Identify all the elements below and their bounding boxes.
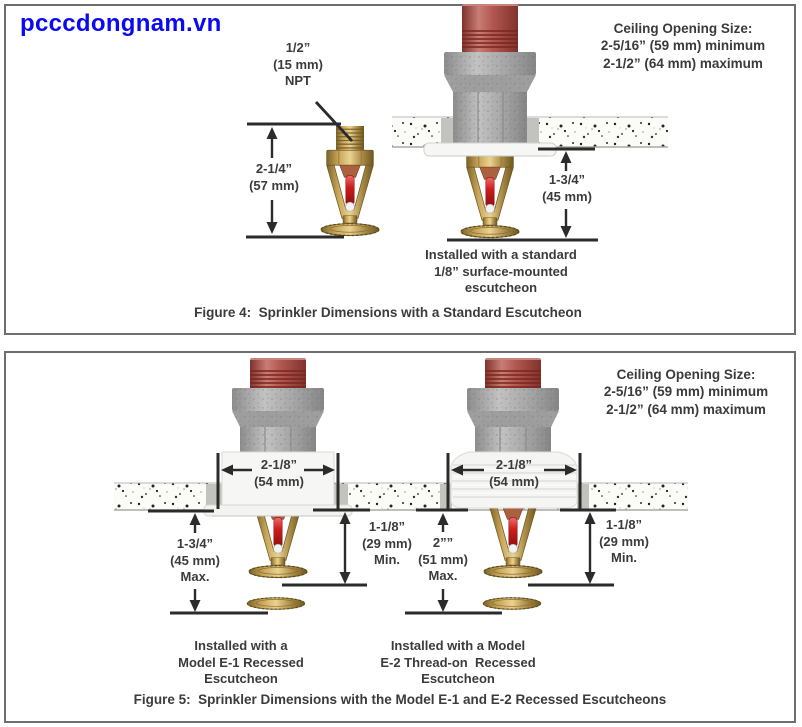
label-line: 1-1/8” — [605, 517, 643, 532]
panel-figure5 — [4, 351, 796, 723]
fig4-drop-dim-label: 1-3/4” (45 mm) — [527, 172, 607, 205]
label-line: E-2 Thread-on Recessed — [380, 654, 536, 670]
fig4-npt-label: 1/2” (15 mm) NPT — [258, 40, 338, 90]
fig5-right-width-dim-label: 2-1/8” (54 mm) — [473, 457, 555, 490]
fig5-left-max-dim-label: 1-3/4” (45 mm) Max. — [155, 536, 235, 586]
label-line: Min. — [374, 552, 400, 568]
fig5-left-install-note: Installed with a Model E-1 Recessed Escu… — [141, 638, 341, 688]
fig5-right-install-note: Installed with a Model E-2 Thread-on Rec… — [356, 638, 560, 688]
fig4-ceiling-opening-note: Ceiling Opening Size: 2-5/16” (59 mm) mi… — [583, 20, 783, 72]
label-line: Ceiling Opening Size: — [613, 21, 753, 36]
label-line: Ceiling Opening Size: — [616, 367, 756, 382]
fig5-left-min-dim-label: 1-1/8” (29 mm) Min. — [349, 519, 425, 569]
label-line: 1-3/4” — [548, 172, 586, 187]
label-line: Max. — [180, 569, 210, 585]
panel-figure4 — [4, 4, 796, 335]
fig4-caption: Figure 4: Sprinkler Dimensions with a St… — [194, 305, 582, 320]
label-line: Model E-1 Recessed — [178, 654, 304, 670]
label-line: Min. — [611, 550, 637, 566]
label-line: 2-5/16” (59 mm) minimum — [603, 384, 769, 400]
label-line: 1/8” surface-mounted — [434, 263, 568, 279]
label-line: 2-5/16” (59 mm) minimum — [600, 38, 766, 54]
label-line: 1/2” — [285, 40, 311, 55]
fig4-install-note: Installed with a standard 1/8” surface-m… — [401, 247, 601, 297]
label-line: Max. — [428, 568, 458, 584]
label-line: (45 mm) — [170, 552, 220, 568]
label-line: (29 mm) — [362, 535, 412, 551]
label-line: Installed with a — [194, 638, 288, 653]
label-line: 2-1/2” (64 mm) maximum — [603, 55, 763, 71]
label-line: 2-1/8” — [260, 457, 298, 472]
label-line: (45 mm) — [542, 188, 592, 204]
label-line: 2-1/8” — [495, 457, 533, 472]
label-line: (15 mm) — [273, 56, 323, 72]
label-line: escutcheon — [464, 280, 538, 296]
fig5-left-width-dim-label: 2-1/8” (54 mm) — [238, 457, 320, 490]
label-line: 2-1/4” — [255, 161, 293, 176]
fig5-caption: Figure 5: Sprinkler Dimensions with the … — [133, 692, 667, 707]
label-line: (57 mm) — [249, 177, 299, 193]
label-line: Installed with a Model — [390, 638, 526, 653]
label-line: (54 mm) — [254, 473, 304, 489]
label-line: (51 mm) — [418, 551, 468, 567]
label-line: (29 mm) — [599, 533, 649, 549]
label-line: 2-1/2” (64 mm) maximum — [606, 401, 766, 417]
fig5-ceiling-opening-note: Ceiling Opening Size: 2-5/16” (59 mm) mi… — [586, 366, 786, 418]
fig4-body-height-dim-label: 2-1/4” (57 mm) — [234, 161, 314, 194]
watermark-site-text: pcccdongnam.vn — [20, 10, 222, 37]
label-line: 1-3/4” — [176, 536, 214, 551]
label-line: Escutcheon — [421, 671, 495, 687]
label-line: 1-1/8” — [368, 519, 406, 534]
label-line: 2”” — [432, 535, 454, 550]
fig5-right-max-dim-label: 2”” (51 mm) Max. — [403, 535, 483, 585]
label-line: (54 mm) — [489, 473, 539, 489]
label-line: NPT — [285, 73, 311, 89]
label-line: Installed with a standard — [425, 247, 577, 262]
label-line: Escutcheon — [204, 671, 278, 687]
fig5-right-min-dim-label: 1-1/8” (29 mm) Min. — [586, 517, 662, 567]
